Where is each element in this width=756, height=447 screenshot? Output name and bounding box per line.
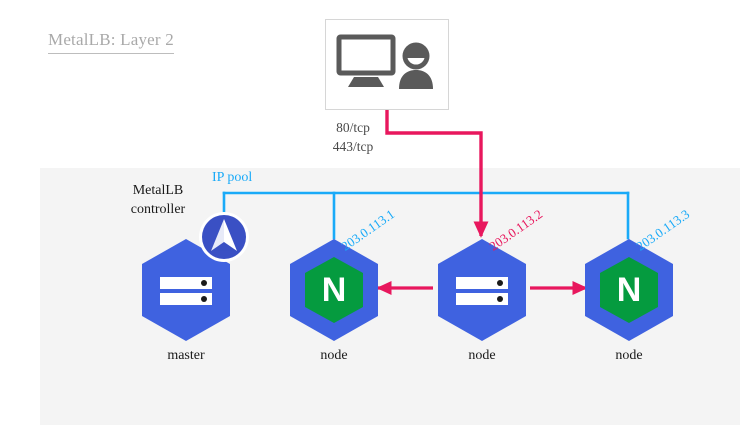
client-box: [325, 19, 449, 110]
node-caption-speaker: node: [468, 348, 496, 363]
nginx-n-icon: N: [322, 271, 347, 309]
inner-hexagon-shape: [305, 257, 363, 323]
hexagon-worker-2: N: [585, 239, 673, 341]
port-https: 443/tcp: [332, 139, 374, 154]
node-caption-master: master: [167, 348, 205, 363]
ip-pool-label: IP pool: [212, 170, 253, 185]
node-caption-worker-1: node: [320, 348, 348, 363]
node-speaker[interactable]: [434, 237, 530, 343]
port-http: 80/tcp: [336, 120, 370, 135]
controller-label-line2: controller: [130, 202, 186, 217]
node-caption-worker-2: node: [615, 348, 643, 363]
hexagon-master: [142, 239, 230, 341]
node-worker-2[interactable]: N: [581, 237, 677, 343]
port-labels: 80/tcp 443/tcp: [310, 118, 396, 156]
node-master[interactable]: [138, 237, 234, 343]
page-title: MetalLB: Layer 2: [48, 30, 174, 54]
server-rack-icon: [160, 277, 212, 305]
controller-label-line1: MetalLB: [132, 183, 184, 198]
desktop-user-icon: [336, 34, 433, 89]
hexagon-shape: [438, 239, 526, 341]
hexagon-shape: [142, 239, 230, 341]
metallb-controller-badge[interactable]: [198, 211, 250, 263]
hexagon-worker-1: N: [290, 239, 378, 341]
hexagon-speaker: [438, 239, 526, 341]
controller-label: MetalLB controller: [110, 181, 206, 219]
server-rack-icon: [456, 277, 508, 305]
inner-hexagon-shape: [600, 257, 658, 323]
metallb-logo-icon: [199, 212, 249, 262]
node-worker-1[interactable]: N: [286, 237, 382, 343]
nginx-n-icon: N: [617, 271, 642, 309]
